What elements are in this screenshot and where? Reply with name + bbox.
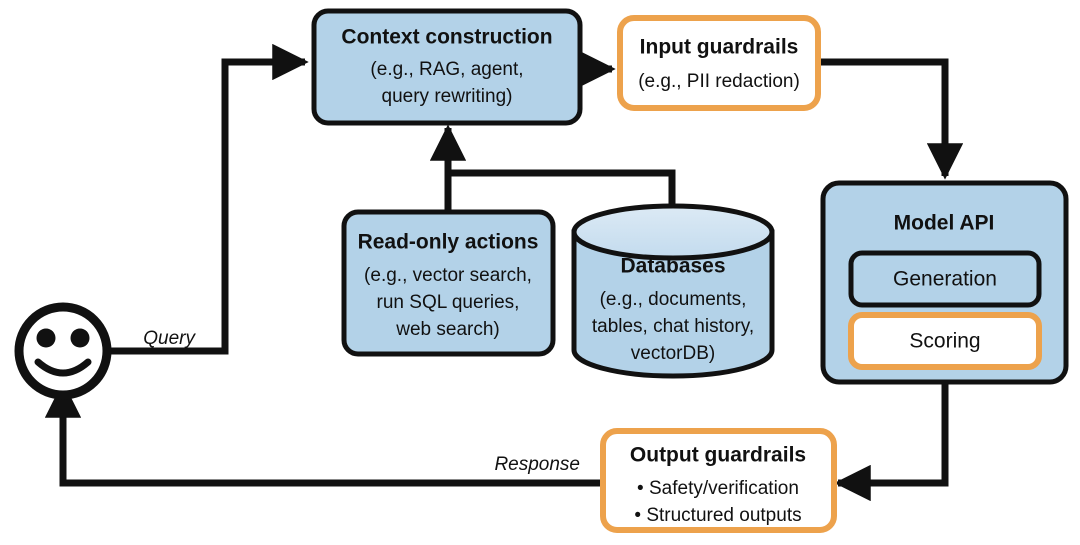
context-construction-line-2: query rewriting) [382, 86, 513, 107]
smiley-right-eye-icon [70, 328, 90, 348]
read-only-actions-line-3: web search) [395, 319, 500, 340]
node-input-guardrails[interactable]: Input guardrails (e.g., PII redaction) [617, 15, 821, 111]
input-guardrails-line-1: (e.g., PII redaction) [638, 71, 800, 92]
node-databases[interactable]: Databases (e.g., documents, tables, chat… [571, 203, 775, 379]
model-api-generation-label: Generation [893, 268, 997, 291]
read-only-actions-line-2: run SQL queries, [377, 292, 520, 313]
smiley-mouth-icon [34, 358, 92, 377]
model-api-scoring-box[interactable] [848, 312, 1042, 370]
edge-databases-to-context-construction [448, 169, 676, 205]
output-guardrails-line-1: • Safety/verification [637, 478, 799, 499]
databases-cylinder-top [571, 203, 775, 261]
smiley-left-eye-icon [36, 328, 56, 348]
databases-cylinder-body [571, 229, 775, 379]
databases-line-1: (e.g., documents, [600, 289, 747, 310]
user-smiley-icon[interactable] [14, 302, 112, 400]
node-read-only-actions[interactable]: Read-only actions (e.g., vector search, … [341, 209, 556, 357]
output-guardrails-title: Output guardrails [630, 444, 806, 467]
model-api-title: Model API [894, 212, 995, 235]
edge-input-guardrails-to-model-api [818, 58, 964, 180]
model-api-generation-box[interactable] [848, 250, 1042, 308]
databases-line-3: vectorDB) [631, 343, 715, 364]
edge-output-guardrails-to-user [44, 381, 601, 487]
databases-line-2: tables, chat history, [592, 316, 754, 337]
edge-user-to-context-construction [96, 43, 309, 355]
input-guardrails-title: Input guardrails [640, 36, 799, 59]
context-construction-title: Context construction [341, 26, 552, 49]
input-guardrails-box [617, 15, 821, 111]
read-only-actions-box [341, 209, 556, 357]
databases-title: Databases [620, 255, 725, 278]
output-guardrails-box [600, 428, 837, 533]
output-guardrails-line-2: • Structured outputs [634, 505, 801, 526]
context-construction-line-1: (e.g., RAG, agent, [370, 59, 523, 80]
edge-label-response: Response [494, 454, 580, 475]
read-only-actions-line-1: (e.g., vector search, [364, 265, 532, 286]
model-api-scoring-label: Scoring [909, 330, 980, 353]
read-only-actions-title: Read-only actions [358, 231, 539, 254]
edge-label-query: Query [143, 328, 196, 349]
edge-model-api-to-output-guardrails [834, 382, 949, 502]
context-construction-box [311, 8, 583, 126]
node-output-guardrails[interactable]: Output guardrails • Safety/verification … [600, 428, 837, 533]
node-context-construction[interactable]: Context construction (e.g., RAG, agent, … [311, 8, 583, 126]
node-model-api[interactable]: Model API Generation Scoring [820, 180, 1069, 385]
smiley-face-outline [14, 302, 112, 400]
